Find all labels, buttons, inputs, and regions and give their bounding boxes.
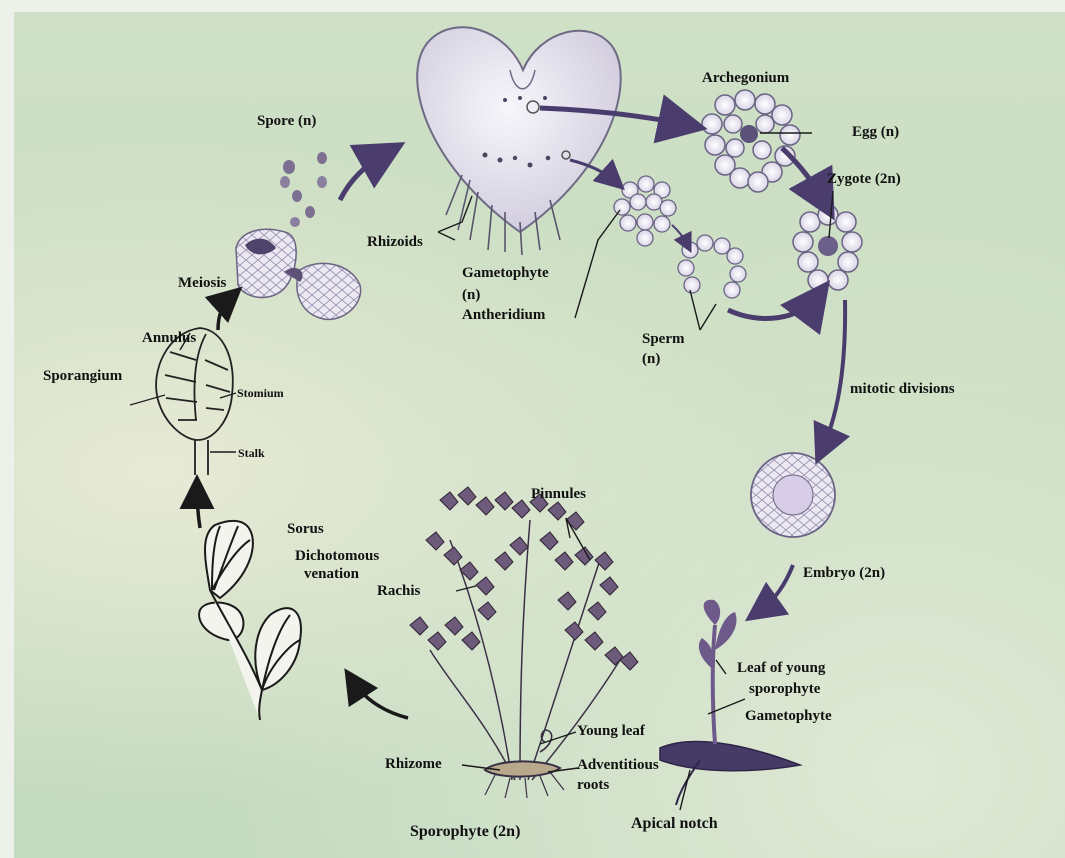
label-archegonium: Archegonium: [702, 70, 789, 87]
label-antheridium: Antheridium: [462, 307, 545, 324]
label-rhizoids: Rhizoids: [367, 234, 423, 251]
prothallus-heart: [417, 27, 620, 255]
embryo-ball: [751, 453, 835, 537]
label-leaf-young: Leaf of young: [737, 660, 825, 677]
label-spore: Spore (n): [257, 113, 316, 130]
label-annulus: Annulus: [142, 330, 196, 347]
black-arrows: [197, 296, 408, 718]
label-mitotic-divisions: mitotic divisions: [850, 381, 955, 398]
label-young-leaf: Young leaf: [577, 723, 645, 740]
label-rhizome: Rhizome: [385, 756, 442, 773]
label-dichotomous: Dichotomous: [295, 548, 379, 565]
zygote-cell: [818, 236, 838, 256]
background-text-line: [62, 648, 66, 664]
egg-cell: [740, 125, 758, 143]
label-roots: roots: [577, 777, 609, 794]
cycle-arrows: [340, 108, 845, 612]
label-egg: Egg (n): [852, 124, 899, 141]
label-embryo: Embryo (2n): [803, 565, 885, 582]
label-stomium: Stomium: [237, 386, 284, 400]
bursting-sporangium: [236, 229, 361, 319]
label-rachis: Rachis: [377, 583, 420, 600]
young-sporophyte: [660, 600, 800, 805]
antheridium-cells: [614, 176, 676, 246]
label-gametophyte: Gametophyte: [462, 265, 549, 282]
pinna-with-sori: [199, 521, 301, 720]
label-sporangium: Sporangium: [43, 368, 122, 385]
spores: [280, 152, 327, 227]
label-adventitious: Adventitious: [577, 757, 659, 774]
fern-pinnules: [410, 487, 638, 670]
label-pinnules: Pinnules: [531, 486, 586, 503]
label-sorus: Sorus: [287, 521, 324, 538]
label-gametophyte-n: (n): [462, 287, 480, 304]
label-zygote: Zygote (2n): [827, 171, 901, 188]
label-sporophyte: Sporophyte (2n): [410, 823, 520, 841]
label-sperm: Sperm: [642, 331, 685, 348]
label-stalk: Stalk: [238, 446, 265, 460]
label-venation: venation: [304, 566, 359, 583]
label-gametophyte-young: Gametophyte: [745, 708, 832, 725]
label-sporophyte-young: sporophyte: [749, 681, 820, 698]
label-sperm-n: (n): [642, 351, 660, 368]
label-apical-notch: Apical notch: [631, 815, 718, 833]
sporangium-detail: [130, 328, 233, 475]
label-meiosis: Meiosis: [178, 275, 226, 292]
